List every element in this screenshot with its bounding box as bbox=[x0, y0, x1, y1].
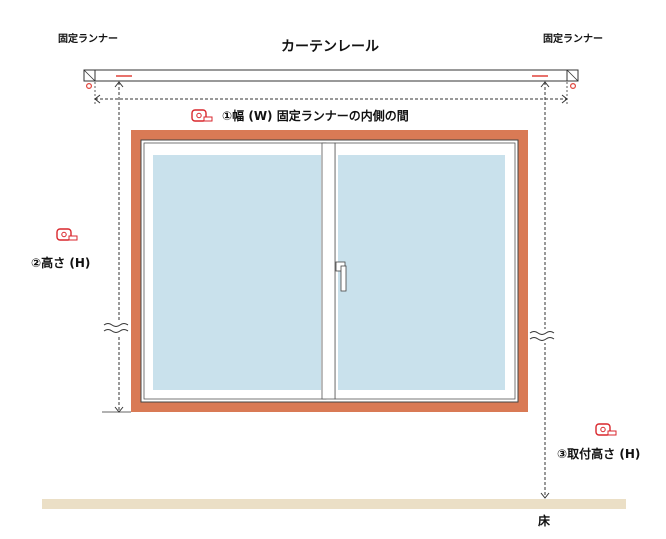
height-label: ②高さ (H) bbox=[31, 256, 91, 270]
rail-label: カーテンレール bbox=[281, 39, 379, 55]
window bbox=[131, 130, 528, 412]
meeting-rail bbox=[321, 142, 336, 400]
runner-marker-right bbox=[569, 82, 576, 89]
runner-label-left: 固定ランナー bbox=[58, 34, 118, 45]
tape-measure-icon bbox=[595, 423, 617, 436]
floor-label: 床 bbox=[538, 514, 551, 528]
runner-marker-left bbox=[85, 82, 92, 89]
height-dimension bbox=[102, 81, 131, 413]
glass-right bbox=[338, 155, 505, 390]
tape-measure-icon bbox=[191, 109, 213, 122]
width-dimension bbox=[94, 82, 568, 104]
curtain-rail bbox=[83, 69, 579, 89]
glass-left bbox=[153, 155, 321, 390]
runner-label-right: 固定ランナー bbox=[543, 34, 603, 45]
wave-break-icon bbox=[103, 323, 129, 333]
floor-bar bbox=[42, 499, 626, 509]
tape-measure-icon bbox=[56, 228, 78, 241]
width-label: ①幅 (W) 固定ランナーの内側の間 bbox=[222, 109, 409, 123]
mount-height-label: ③取付高さ (H) bbox=[557, 447, 641, 461]
mount-height-dimension bbox=[529, 81, 555, 499]
wave-break-icon bbox=[529, 331, 555, 341]
